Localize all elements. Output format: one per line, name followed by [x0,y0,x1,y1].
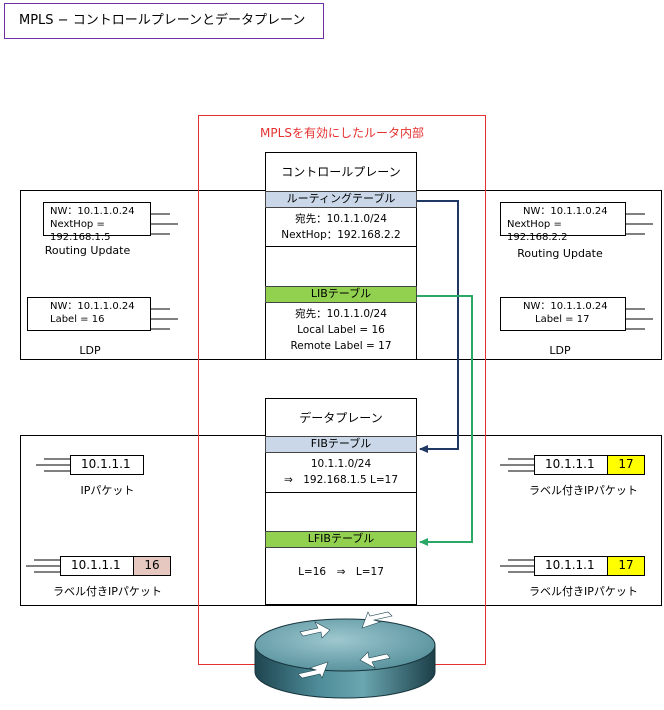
control-plane-header: コントロールプレーン [281,165,401,179]
left-routing-update-caption: Routing Update [44,244,131,257]
routing-table-title: ルーティングテーブル [265,191,417,208]
right-routing-update-box: NW：10.1.1.0.24 NextHop = 192.168.2.2 [500,202,626,243]
right-ldp-caption: LDP [549,344,571,357]
lib-table-remote-label: Remote Label = 17 [290,340,392,352]
router-internal-label: MPLSを有効にしたルータ内部 [260,126,424,140]
left-ip-packet-box: 10.1.1.1 [70,455,144,475]
right-labeled-packet-1-caption: ラベル付きIPパケット [529,484,638,497]
right-labeled-packet-1-label: 17 [607,455,645,475]
right-labeled-packet-2-ip: 10.1.1.1 [534,556,608,576]
router-icon [254,611,436,699]
right-ldp-label: Label = 17 [535,314,590,325]
routing-table-dest: 宛先：10.1.1.0/24 [295,213,387,225]
left-ldp-label: Label = 16 [50,314,105,325]
lib-table-title: LIBテーブル [265,286,417,303]
right-labeled-packet-2-caption: ラベル付きIPパケット [529,585,638,598]
left-ip-packet-caption: IPパケット [80,484,135,497]
data-plane-header: データプレーン [299,411,383,425]
right-routing-update-nw: NW：10.1.1.0.24 [523,206,608,217]
left-ldp-caption: LDP [79,344,101,357]
routing-to-fib-arrow [417,200,459,453]
left-labeled-packet-label: 16 [133,556,171,576]
lfib-table-title: LFIBテーブル [265,531,417,548]
left-routing-update-nw: NW：10.1.1.0.24 [50,206,135,217]
lib-to-lfib-arrow [417,295,473,546]
right-ldp-box: NW：10.1.1.0.24 Label = 17 [500,297,626,331]
control-divider [265,246,417,247]
left-routing-update-nexthop: NextHop = 192.168.1.5 [50,219,111,243]
data-divider [265,492,417,493]
left-ldp-box: NW：10.1.1.0.24 Label = 16 [27,297,151,331]
diagram-title: MPLS − コントロールプレーンとデータプレーン [4,3,324,39]
right-labeled-packet-1-ip: 10.1.1.1 [534,455,608,475]
right-labeled-packet-2-label: 17 [607,556,645,576]
lfib-table-swap: L=16 ⇒ L=17 [298,566,384,578]
left-ldp-nw: NW：10.1.1.0.24 [50,301,135,312]
right-routing-update-nexthop: NextHop = 192.168.2.2 [507,219,568,243]
packet-tail-lines [26,213,653,573]
lib-table-dest: 宛先：10.1.1.0/24 [295,308,387,320]
fib-table-prefix: 10.1.1.0/24 [310,458,372,470]
fib-table-nexthop: ⇒ 192.168.1.5 L=17 [283,474,399,486]
data-plane-column [265,398,417,605]
left-labeled-packet-ip: 10.1.1.1 [60,556,134,576]
left-labeled-packet-caption: ラベル付きIPパケット [53,585,162,598]
right-routing-update-caption: Routing Update [517,247,603,260]
left-routing-update-box: NW：10.1.1.0.24 NextHop = 192.168.1.5 [43,202,151,243]
routing-table-nexthop: NextHop：192.168.2.2 [281,229,401,241]
fib-table-title: FIBテーブル [265,436,417,453]
right-ldp-nw: NW：10.1.1.0.24 [523,301,608,312]
control-plane-column [265,152,417,360]
lib-table-local-label: Local Label = 16 [297,324,385,336]
